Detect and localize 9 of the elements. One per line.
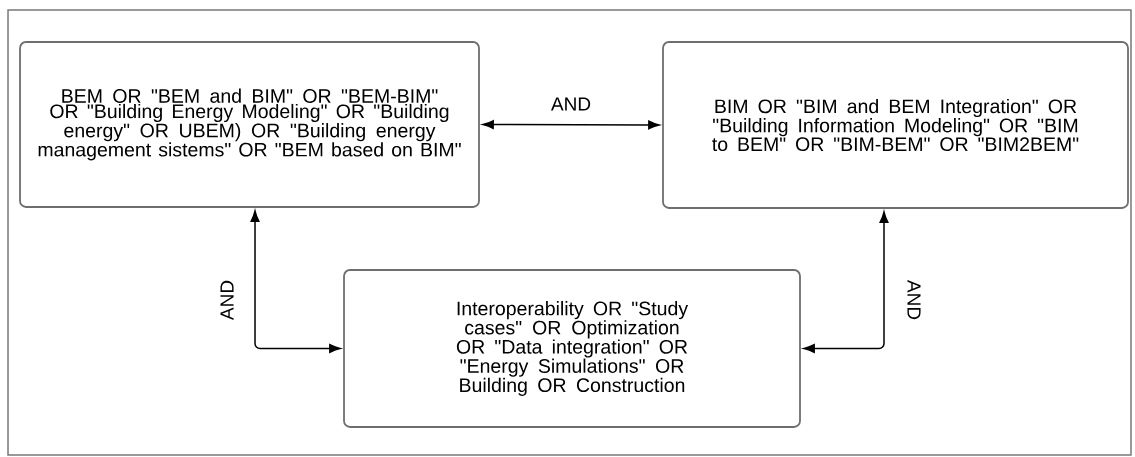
- edge-label: AND: [907, 279, 921, 320]
- query-box: BEM OR "BEM and BIM" OR "BEM-BIM" OR "Building Energy Modeling" OR "Building energy" OR UBEM) OR "Building energy management sistems" OR "BEM based on BIM": [19, 41, 480, 208]
- arrow: [482, 120, 660, 130]
- arrow: [250, 210, 341, 353]
- query-box: Interoperability OR "Study cases" OR Optimization OR "Data integration" OR "Energy Simulations" OR Building OR Construction: [343, 269, 801, 428]
- query-box: BIM OR "BIM and BEM Integration" OR "Building Information Modeling" OR "BIM to BEM" OR "BIM-BEM" OR "BIM2BEM": [662, 41, 1129, 209]
- edge-label: AND: [551, 97, 591, 111]
- arrow: [803, 211, 889, 353]
- edge-label: AND: [220, 280, 234, 320]
